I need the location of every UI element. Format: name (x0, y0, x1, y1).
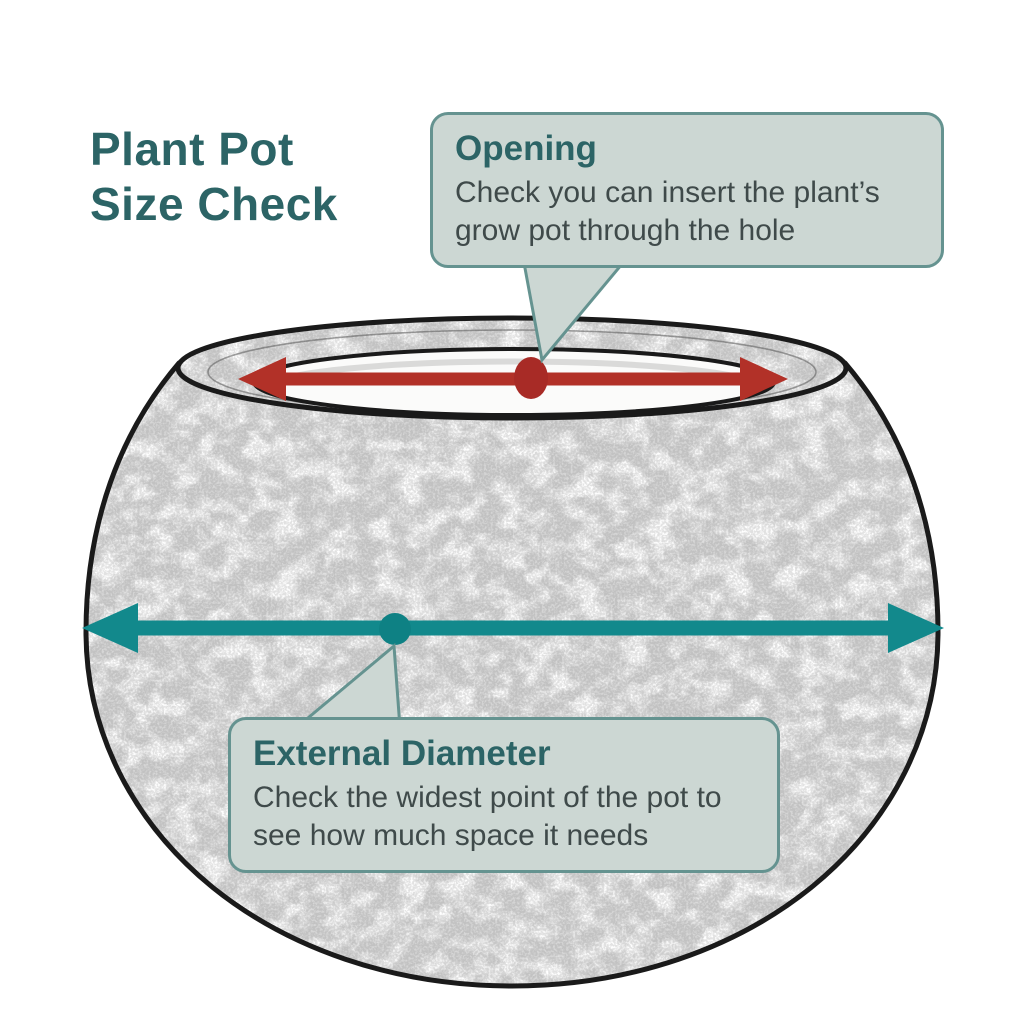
external-diameter-callout: External Diameter Check the widest point… (228, 717, 780, 874)
external-diameter-callout-heading: External Diameter (253, 734, 551, 773)
external-diameter-dot (379, 613, 411, 645)
pot-rim-outline (175, 315, 849, 421)
pot-body-outline (83, 360, 941, 989)
external-diameter-arrow (82, 603, 944, 653)
pot-texture (86, 318, 938, 986)
opening-diameter-dot (514, 357, 548, 399)
page-title-line1: Plant Pot (90, 123, 294, 175)
opening-callout-body: Check you can insert the plant’s grow po… (455, 176, 880, 248)
page-title: Plant Pot Size Check (90, 122, 338, 232)
external-diameter-callout-body: Check the widest point of the pot to see… (253, 781, 722, 853)
opening-diameter-arrow (238, 357, 788, 401)
opening-callout: Opening Check you can insert the plant’s… (430, 112, 944, 269)
opening-callout-heading: Opening (455, 129, 597, 168)
page-title-line2: Size Check (90, 178, 338, 231)
